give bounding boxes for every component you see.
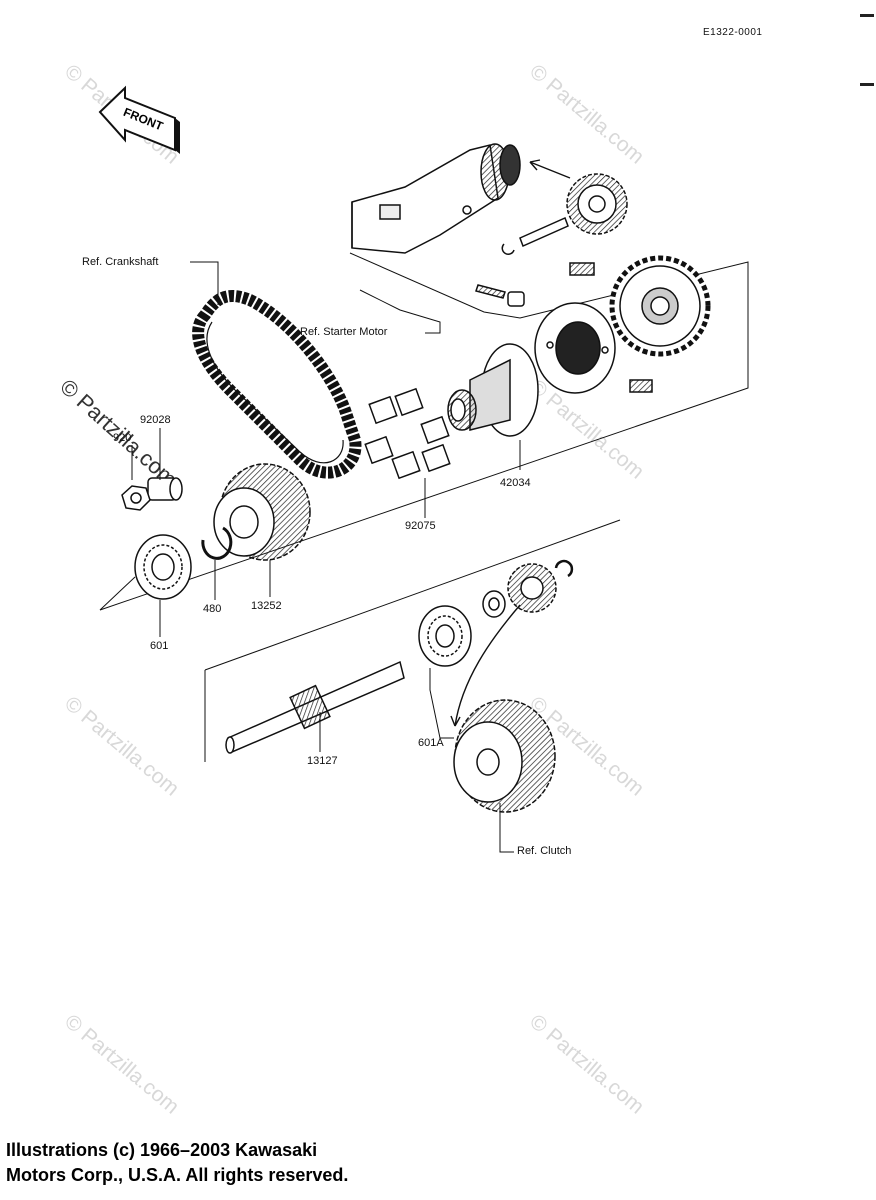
damper-92075-icon (364, 387, 451, 480)
spring-pin-icon (475, 262, 653, 393)
ref-clutch-label: Ref. Clutch (517, 845, 572, 857)
output-gear-icon (482, 559, 574, 618)
bearing-601A-icon (418, 605, 472, 667)
part-number-13127: 13127 (307, 755, 338, 767)
part-number-92075: 92075 (405, 520, 436, 532)
part-number-480: 480 (203, 603, 222, 615)
ref-crankshaft-label: Ref. Crankshaft (82, 256, 159, 268)
part-number-920: 920 (113, 432, 132, 444)
edge-mark (860, 14, 874, 17)
edge-mark (860, 83, 874, 86)
gear-13252-icon (213, 463, 311, 561)
part-number-13252: 13252 (251, 600, 282, 612)
part-number-601A: 601A (418, 737, 444, 749)
copyright-notice: Illustrations (c) 1966–2003 Kawasaki Mot… (6, 1138, 348, 1188)
ref-starter-motor-label: Ref. Starter Motor (300, 326, 388, 338)
assembly-arrows (450, 159, 571, 727)
idle-gear-icon (501, 173, 628, 255)
copyright-line-2: Motors Corp., U.S.A. All rights reserved… (6, 1165, 349, 1185)
part-number-92028: 92028 (140, 414, 171, 426)
part-number-601: 601 (150, 640, 169, 652)
clutch-housing-icon (453, 699, 556, 813)
starter-motor-icon (351, 143, 521, 254)
starter-clutch-icon (534, 302, 616, 394)
collar-92028-icon (121, 477, 183, 511)
leader-lines (99, 261, 521, 853)
diagram-code: E1322-0001 (703, 27, 763, 38)
starter-sprocket-icon (609, 255, 711, 357)
starter-chain-icon (192, 290, 362, 479)
front-arrow-icon: FRONT (98, 85, 180, 154)
gear-hub-42034-icon (447, 343, 539, 437)
shaft-13127-icon (225, 660, 405, 754)
circlip-480-icon (201, 526, 233, 560)
bearing-601-icon (134, 534, 192, 600)
copyright-line-1: Illustrations (c) 1966–2003 Kawasaki (6, 1140, 318, 1160)
part-number-42034: 42034 (500, 477, 531, 489)
